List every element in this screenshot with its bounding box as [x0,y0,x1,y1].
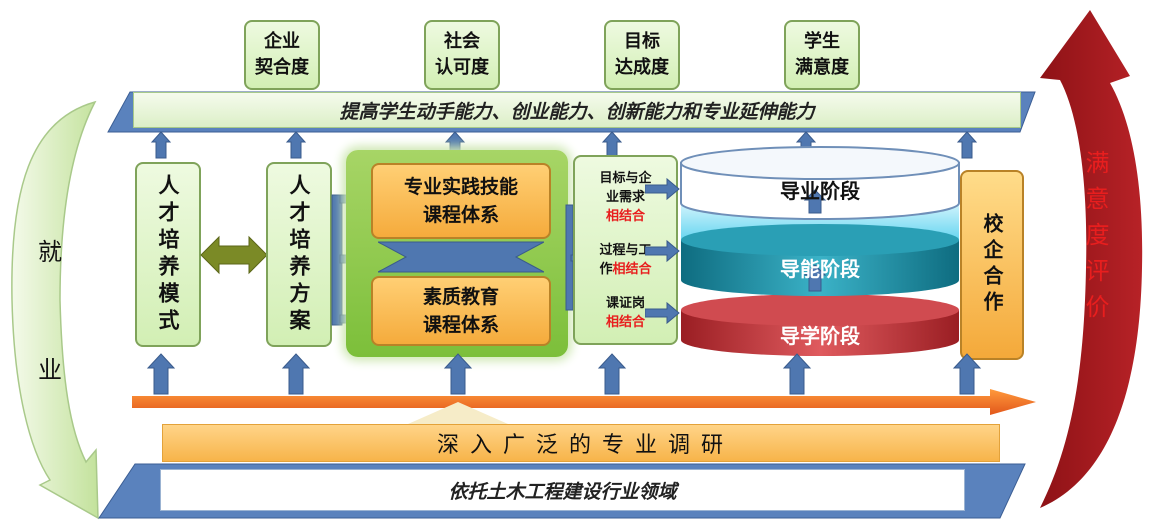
combine-cert: 课证岗 相结合 [606,294,645,332]
stage-middle-label: 导能阶段 [780,257,860,281]
stage-bottom-label: 导学阶段 [780,324,860,348]
base-bar-text: 依托土木工程建设行业领域 [448,480,677,503]
combine-cert-red: 相结合 [605,314,645,330]
quality-course-box: 素质教育 课程体系 [371,276,551,346]
top-box-goal: 目标 达成度 [604,20,680,90]
top-bar-text: 提高学生动手能力、创业能力、创新能力和专业延伸能力 [339,100,815,123]
left-arrow-char-2: 业 [38,356,62,384]
top-box-line2: 达成度 [615,57,669,78]
combine-goal-pre: 目标与企 业需求 [599,170,652,205]
right-arrow-text: 满意度评价 [1081,150,1109,330]
combine-process-pre2: 作 [599,261,613,277]
top-box-line1: 企业 [264,31,300,52]
top-box-line1: 社会 [444,31,480,52]
combine-process-red: 相结合 [612,261,652,277]
cooperation-text: 校企合作 [980,213,1004,317]
top-box-line2: 认可度 [435,57,489,78]
base-bar: 依托土木工程建设行业领域 [160,469,965,511]
top-box-society: 社会 认可度 [424,20,500,90]
orange-arrow [132,389,1036,415]
talent-mode-text: 人才培养模式 [156,173,180,336]
talent-plan-box: 人才培养方案 [266,162,332,347]
top-box-student: 学生 满意度 [784,20,860,90]
research-bar: 深 入 广 泛 的 专 业 调 研 [162,424,1000,462]
research-up-arrow [408,402,508,424]
top-bar: 提高学生动手能力、创业能力、创新能力和专业延伸能力 [133,92,1021,128]
top-box-enterprise: 企业 契合度 [244,20,320,90]
quality-course-text: 素质教育 课程体系 [422,286,499,336]
stage-cylinders [680,146,960,356]
top-box-line2: 满意度 [795,57,849,78]
top-box-line2: 契合度 [255,57,309,78]
combine-cert-pre: 课证岗 [605,295,645,311]
practice-course-text: 专业实践技能 课程体系 [403,176,518,226]
top-box-line1: 目标 [624,31,660,52]
top-box-line1: 学生 [804,31,840,52]
left-arrow-char-1: 就 [38,238,62,266]
talent-mode-box: 人才培养模式 [135,162,201,347]
practice-course-box: 专业实践技能 课程体系 [371,163,551,239]
combine-to-stage-arrows [645,177,680,325]
left-curved-arrow [11,100,99,520]
combine-goal: 目标与企 业需求 相结合 [599,169,651,226]
stage-top-label: 导业阶段 [780,179,860,203]
combine-goal-red: 相结合 [605,208,645,224]
double-arrow [200,235,268,275]
combine-process-pre1: 过程与工 [599,242,652,258]
lower-arrows [146,353,982,395]
talent-plan-text: 人才培养方案 [287,173,311,336]
combine-process: 过程与工 作相结合 [599,241,651,279]
combine-process-line2: 作相结合 [599,260,651,279]
cooperation-box: 校企合作 [960,170,1024,360]
right-curved-arrow [1040,10,1143,508]
research-bar-text: 深 入 广 泛 的 专 业 调 研 [437,433,725,458]
course-link-shape [378,241,544,273]
